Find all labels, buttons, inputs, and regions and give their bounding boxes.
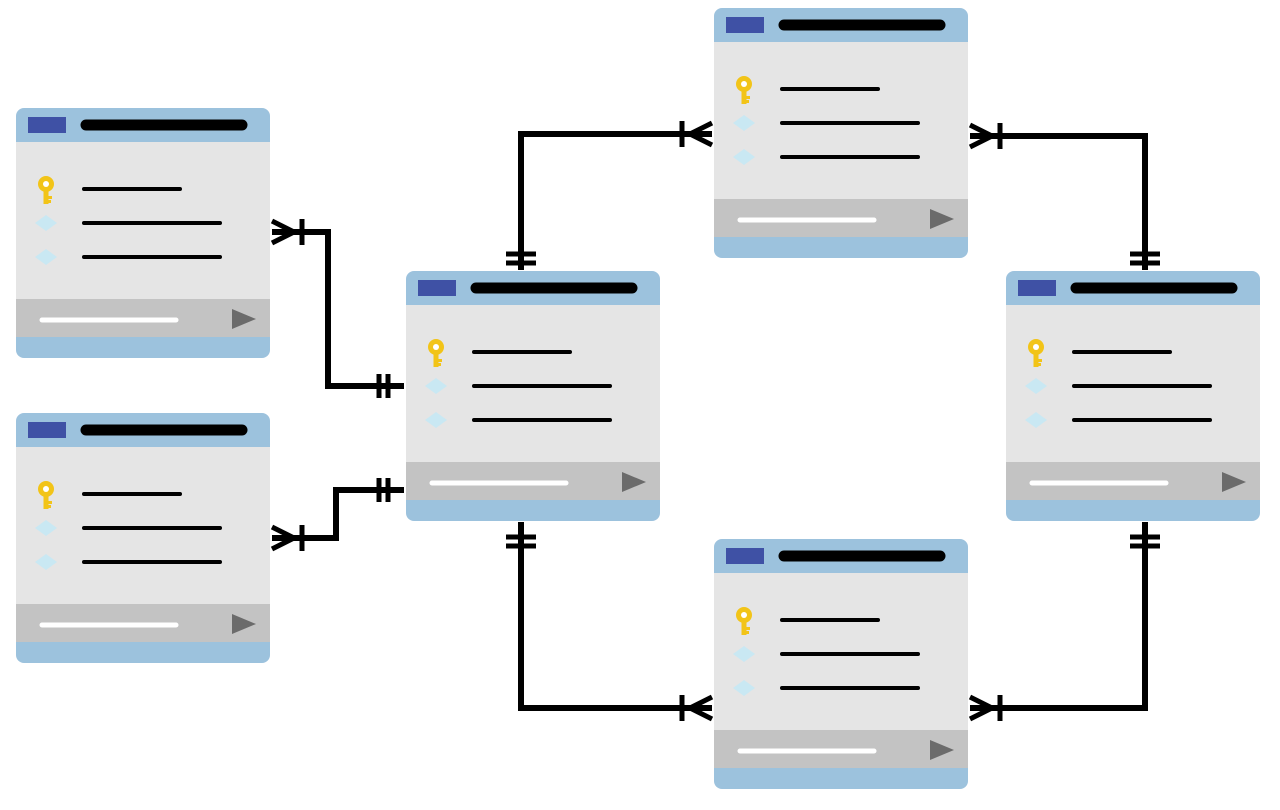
entity-table-right [1006,271,1260,521]
diamond-icon [733,115,755,131]
play-icon [232,309,256,329]
diamond-icon [733,646,755,662]
play-icon [930,740,954,760]
relationship-line [518,131,712,270]
table-badge [726,548,764,564]
entity-body [714,42,968,199]
entity-table-center [406,271,660,521]
crow-foot-marker [968,122,1003,150]
play-icon [232,614,256,634]
play-icon [1222,472,1246,492]
key-icon [1028,339,1044,367]
table-badge [418,280,456,296]
table-badge [726,17,764,33]
key-icon [428,339,444,367]
relationship-lines [270,120,1160,722]
diamond-icon [1025,412,1047,428]
table-badge [28,117,66,133]
entity-table-left-bottom [16,413,270,663]
exactly-one-marker [506,534,536,549]
exactly-one-marker [1130,534,1160,549]
play-icon [930,209,954,229]
exactly-one-marker [1130,251,1160,266]
diamond-icon [425,378,447,394]
diamond-icon [733,680,755,696]
table-badge [1018,280,1056,296]
relationship-line [970,522,1148,711]
exactly-one-marker [506,251,536,266]
entity-tables [16,8,1260,789]
entity-body [16,142,270,299]
key-icon [736,607,752,635]
relationship-line [272,229,404,389]
diamond-icon [35,215,57,231]
entity-table-bottom [714,539,968,789]
relationship-line [970,133,1148,270]
play-icon [622,472,646,492]
entity-body [406,305,660,462]
diamond-icon [35,520,57,536]
key-icon [38,176,54,204]
key-icon [736,76,752,104]
diamond-icon [1025,378,1047,394]
entity-table-top [714,8,968,258]
entity-body [714,573,968,730]
key-icon [38,481,54,509]
diamond-icon [35,554,57,570]
crow-foot-marker [270,524,305,552]
crow-foot-marker [270,218,305,246]
diamond-icon [425,412,447,428]
entity-body [1006,305,1260,462]
crow-foot-marker [679,694,714,722]
entity-table-left-top [16,108,270,358]
exactly-one-marker [376,478,391,502]
table-badge [28,422,66,438]
crow-foot-marker [968,694,1003,722]
relationship-line [518,522,712,711]
crow-foot-marker [679,120,714,148]
entity-body [16,447,270,604]
exactly-one-marker [376,374,391,398]
relationship-line [272,487,404,541]
diamond-icon [733,149,755,165]
diamond-icon [35,249,57,265]
